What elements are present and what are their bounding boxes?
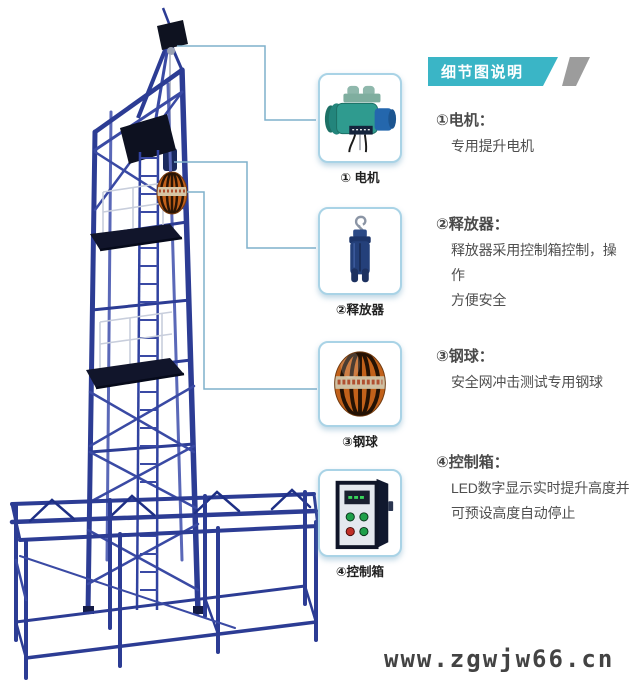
detail-card-motor <box>318 73 402 163</box>
desc-releaser-line2: 方便安全 <box>451 292 507 308</box>
desc-control-box-line2: 可预设高度自动停止 <box>451 505 576 521</box>
pulley-block-icon <box>157 20 188 50</box>
work-platform-upper <box>90 181 183 252</box>
caption-motor: ① 电机 <box>340 171 380 185</box>
desc-motor: ①电机： 专用提升电机 <box>436 108 630 159</box>
desc-releaser-title: ②释放器： <box>436 216 509 233</box>
work-platform-lower <box>86 311 185 390</box>
caption-releaser: ②释放器 <box>335 303 385 317</box>
desc-ball-line: 安全网冲击测试专用钢球 <box>451 374 603 390</box>
section-header: 细节图说明 <box>428 57 598 86</box>
tower-photo <box>9 7 320 680</box>
control-box-photo <box>335 478 394 550</box>
desc-ball: ③钢球： 安全网冲击测试专用钢球 <box>436 344 630 395</box>
header-ribbon: 细节图说明 <box>428 57 558 86</box>
desc-ball-title: ③钢球： <box>436 348 494 365</box>
header-ribbon-accent <box>562 57 590 86</box>
desc-releaser: ②释放器： 释放器采用控制箱控制，操作 方便安全 <box>436 212 630 313</box>
desc-releaser-line1: 释放器采用控制箱控制，操作 <box>451 242 617 283</box>
caption-control-box: ④控制箱 <box>335 565 385 579</box>
desc-motor-title: ①电机： <box>436 112 494 129</box>
motor-photo <box>324 85 397 153</box>
base-bench <box>9 488 320 680</box>
hoist-jib-icon <box>136 7 188 131</box>
page-title: 细节图说明 <box>441 64 524 81</box>
desc-control-box-line1: LED数字显示实时提升高度并 <box>451 480 630 496</box>
watermark-url: www.zgwjw66.cn <box>384 645 615 673</box>
steel-ball-icon <box>156 171 188 215</box>
detail-card-ball <box>318 341 402 427</box>
desc-control-box: ④控制箱： LED数字显示实时提升高度并 可预设高度自动停止 <box>436 450 630 526</box>
desc-control-box-title: ④控制箱： <box>436 454 509 471</box>
detail-card-control-box <box>318 469 402 557</box>
motor-plate-icon <box>120 114 176 164</box>
desc-motor-line: 专用提升电机 <box>451 138 534 154</box>
caption-ball: ③钢球 <box>342 435 378 449</box>
detail-card-releaser <box>318 207 402 295</box>
releaser-photo <box>349 215 371 283</box>
steel-ball-photo <box>334 351 386 417</box>
